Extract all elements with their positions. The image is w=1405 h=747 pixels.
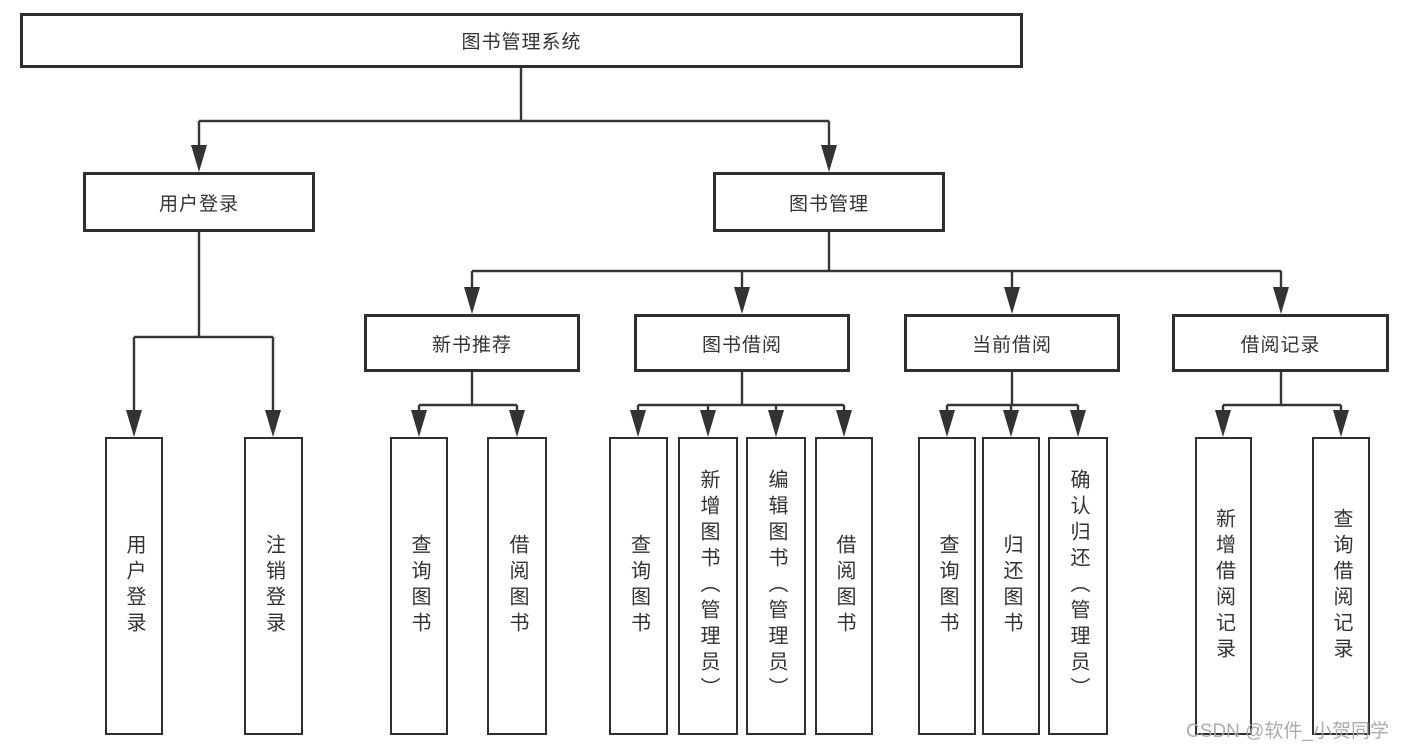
node-label: 新增图书（管理员） (697, 469, 719, 703)
node-borrow-books-recommend: 借阅图书 (487, 437, 547, 735)
node-label: 查询图书 (408, 534, 430, 638)
node-query-books-current: 查询图书 (918, 437, 976, 735)
node-add-books-admin: 新增图书（管理员） (678, 437, 738, 735)
node-borrow-books: 借阅图书 (815, 437, 873, 735)
node-label: 图书借阅 (701, 334, 782, 356)
node-label: 借阅记录 (1240, 334, 1321, 356)
node-label: 当前借阅 (971, 334, 1052, 356)
node-query-borrow-record: 查询借阅记录 (1312, 437, 1370, 735)
node-book-borrowing: 图书借阅 (634, 314, 850, 372)
node-new-book-recommendation: 新书推荐 (364, 314, 580, 372)
node-library-management-system: 图书管理系统 (20, 13, 1023, 68)
node-label: 图书管理 (788, 193, 869, 215)
arrowhead-icons (126, 145, 1349, 437)
node-query-books-borrow: 查询图书 (609, 437, 668, 735)
node-label: 借阅图书 (833, 534, 855, 638)
csdn-watermark: CSDN @软件_小贺同学 (1186, 721, 1389, 742)
node-borrowing-records: 借阅记录 (1172, 314, 1389, 372)
node-label: 用户登录 (158, 193, 239, 215)
node-label: 查询图书 (936, 534, 958, 638)
node-user-login: 用户登录 (105, 437, 163, 735)
node-query-books-recommend: 查询图书 (390, 437, 448, 735)
node-label: 查询图书 (627, 534, 650, 638)
node-label: 注销登录 (262, 534, 285, 638)
node-label: 新增借阅记录 (1212, 508, 1235, 664)
node-label: 图书管理系统 (461, 32, 582, 53)
node-edit-books-admin: 编辑图书（管理员） (746, 437, 806, 735)
node-user-login-branch: 用户登录 (83, 172, 315, 232)
node-confirm-return-admin: 确认归还（管理员） (1048, 437, 1108, 735)
node-return-books: 归还图书 (982, 437, 1040, 735)
node-book-management-branch: 图书管理 (713, 172, 945, 232)
node-label: 编辑图书（管理员） (765, 469, 787, 703)
node-label: 确认归还（管理员） (1067, 469, 1089, 703)
node-label: 借阅图书 (506, 534, 528, 638)
node-label: 用户登录 (123, 534, 145, 638)
node-label: 归还图书 (1000, 534, 1022, 638)
node-current-borrowing: 当前借阅 (904, 314, 1120, 372)
node-add-borrow-record: 新增借阅记录 (1195, 437, 1252, 735)
node-label: 查询借阅记录 (1330, 508, 1352, 664)
node-label: 新书推荐 (431, 334, 512, 356)
node-logout: 注销登录 (244, 437, 303, 735)
